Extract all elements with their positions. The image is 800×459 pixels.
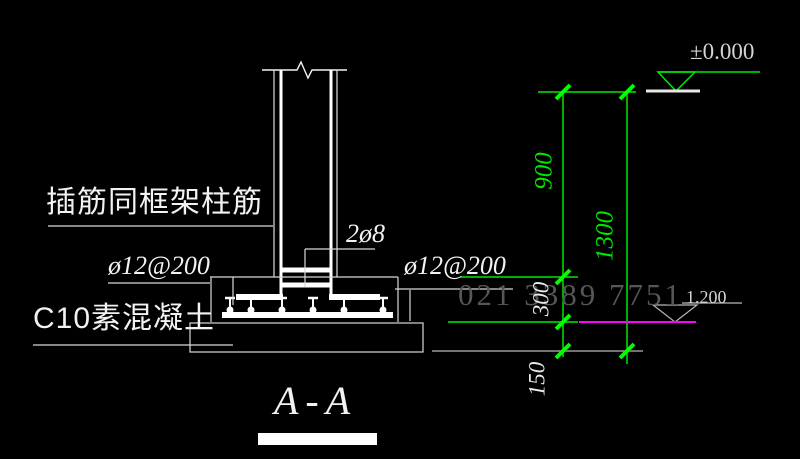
anchor-dot [308, 296, 318, 314]
dimension-tick-icons [554, 83, 636, 360]
label-leader-lines [33, 225, 513, 346]
watermark-text: 021 3389 7751 [458, 277, 683, 312]
lower-level-value: 1.200 [686, 287, 727, 307]
level-triangle-icon-bottom [651, 302, 742, 323]
rebar-right-label: ø12@200 [404, 251, 506, 280]
anchor-dot [277, 296, 287, 314]
concrete-pad-outline [189, 322, 424, 353]
rebar-left-label: ø12@200 [108, 251, 210, 280]
tie-bars [281, 267, 331, 288]
anchor-dot [246, 296, 256, 314]
tie-bar-label: 2ø8 [346, 219, 385, 248]
footing-outline [210, 276, 399, 322]
column-rebar-bars [279, 70, 333, 297]
anchor-dot [378, 296, 388, 314]
column-break-symbol [262, 60, 347, 80]
section-title: A-A [274, 378, 358, 423]
dimension-1300: 1300 [591, 211, 619, 261]
top-level-value: ±0.000 [690, 39, 755, 64]
rebar-anchor-dots [225, 296, 388, 314]
level-triangle-icon-top [646, 71, 700, 93]
plain-concrete-label: C10素混凝土 [33, 302, 216, 335]
dowel-note-label: 插筋同框架柱筋 [46, 186, 263, 219]
dimension-300: 300 [528, 281, 554, 317]
column-outline [273, 70, 338, 277]
anchor-dot [339, 296, 349, 314]
section-title-bar [258, 433, 377, 445]
dimension-900: 900 [530, 152, 558, 190]
dimension-150: 150 [524, 361, 550, 397]
